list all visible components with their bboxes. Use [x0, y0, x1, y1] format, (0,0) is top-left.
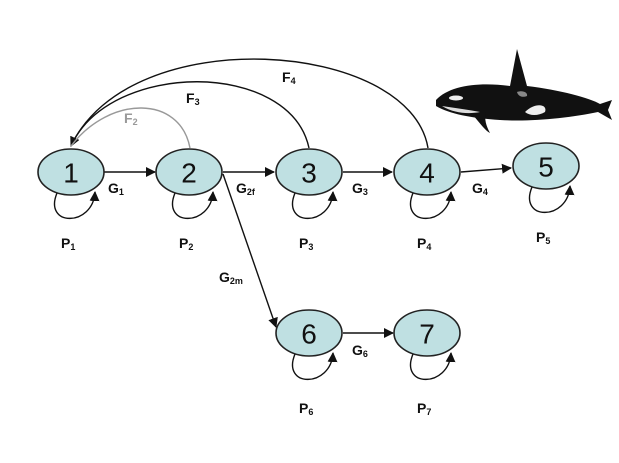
label-g6: G6: [352, 342, 368, 359]
node-6[interactable]: 6: [275, 309, 343, 357]
edge-g4: [460, 163, 512, 174]
self-loop-5: [529, 185, 575, 214]
label-g2f: G2f: [236, 180, 256, 197]
label-f3: F3: [186, 90, 200, 107]
edge-f2: [70, 107, 191, 149]
self-loop-7: [410, 352, 456, 381]
label-p4: P4: [417, 235, 431, 252]
label-g2m: G2m: [219, 269, 243, 286]
node-2[interactable]: 2: [155, 148, 223, 196]
label-p1: P1: [61, 235, 75, 252]
node-label: 1: [63, 158, 79, 189]
label-p3: P3: [299, 235, 313, 252]
node-label: 3: [301, 158, 317, 189]
node-4[interactable]: 4: [393, 148, 461, 196]
node-1[interactable]: 1: [37, 148, 105, 196]
node-7[interactable]: 7: [393, 309, 461, 357]
label-p7: P7: [417, 400, 431, 417]
node-label: 5: [538, 152, 554, 183]
label-g4: G4: [472, 180, 488, 197]
node-5[interactable]: 5: [512, 142, 580, 190]
self-loop-2: [172, 191, 218, 220]
self-loop-1: [54, 191, 100, 220]
edge-f3: [70, 81, 310, 149]
self-loop-3: [292, 191, 338, 220]
label-f2: F2: [124, 110, 138, 127]
node-3[interactable]: 3: [275, 148, 343, 196]
self-loop-6: [292, 352, 338, 381]
node-label: 4: [419, 158, 435, 189]
node-label: 7: [419, 319, 435, 350]
label-p2: P2: [179, 235, 193, 252]
self-loop-4: [410, 191, 456, 220]
edge-g2m: [222, 173, 278, 328]
node-label: 2: [181, 158, 197, 189]
label-p5: P5: [536, 229, 550, 246]
label-f4: F4: [282, 69, 296, 86]
node-label: 6: [301, 319, 317, 350]
label-g1: G1: [108, 180, 124, 197]
label-g3: G3: [352, 180, 368, 197]
orca-illustration: [436, 49, 612, 133]
edge-f4: [70, 58, 429, 149]
label-p6: P6: [299, 400, 313, 417]
